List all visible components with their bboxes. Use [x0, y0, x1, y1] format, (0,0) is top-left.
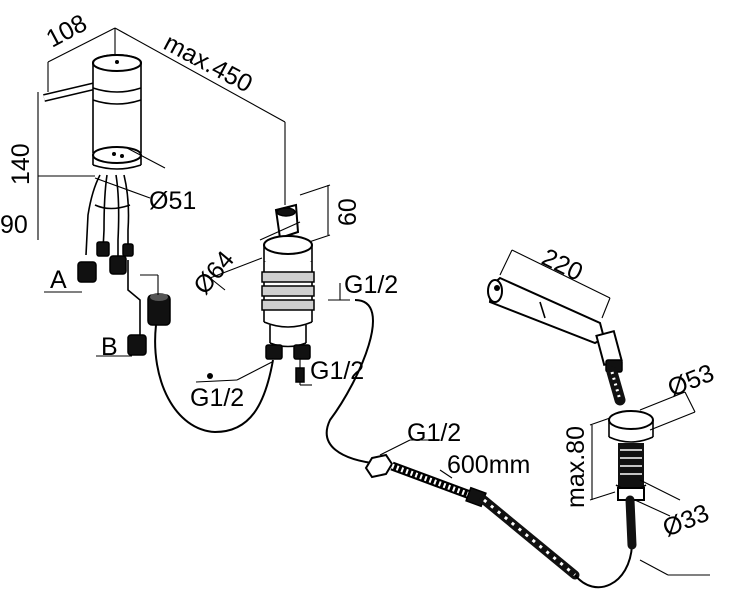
mixer-below-label: 90: [0, 211, 28, 239]
reach-label: max.450: [159, 29, 257, 99]
diverter-height-label: 60: [334, 198, 362, 226]
holder-diameter-label: Ø53: [664, 359, 718, 403]
inlet-b-label: B: [101, 333, 118, 361]
thread-hose-label: G1/2: [407, 419, 461, 447]
diverter-unit: [195, 184, 331, 386]
mixer-tap: [37, 27, 286, 434]
thread-outlet-label: G1/2: [310, 357, 364, 385]
mixer-height-label: 140: [7, 143, 35, 185]
diverter-diameter-label: Ø64: [188, 246, 240, 300]
hose-length-label: 600mm: [447, 451, 530, 479]
holder-hole-label: Ø33: [659, 499, 713, 543]
mixer-width-label: 108: [42, 9, 92, 53]
inlet-a-label: A: [50, 266, 67, 294]
shower-length-label: 220: [537, 243, 587, 286]
holder-height-label: max.80: [562, 426, 590, 508]
shower-hose: [325, 283, 633, 589]
mixer-diameter-label: Ø51: [149, 187, 196, 215]
thread-left-label: G1/2: [190, 384, 244, 412]
thread-top-label: G1/2: [344, 271, 398, 299]
hand-shower: [487, 249, 710, 576]
